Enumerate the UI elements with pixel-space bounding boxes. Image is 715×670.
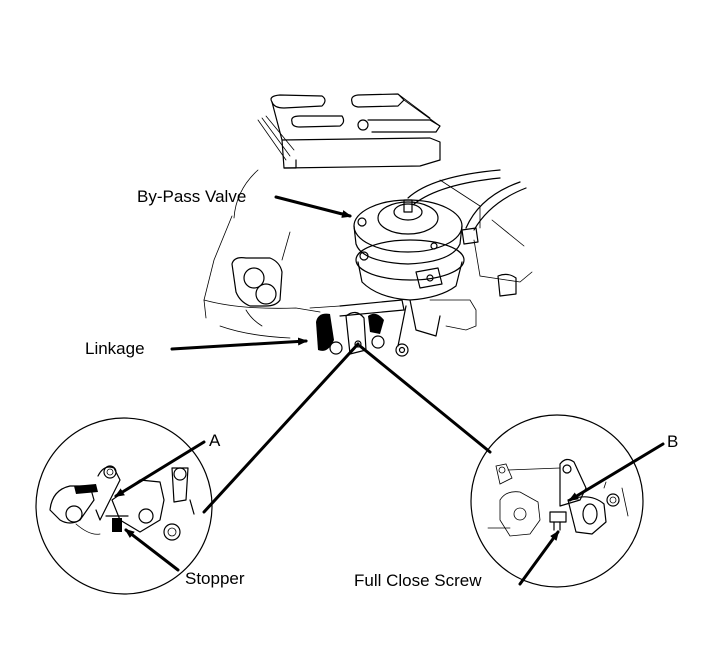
stopper-arrow xyxy=(124,528,180,572)
bypass-valve xyxy=(353,199,465,301)
detail-view-b xyxy=(470,414,665,588)
bypass-valve-label: By-Pass Valve xyxy=(137,187,247,206)
connector-line-left xyxy=(202,342,360,514)
stopper-label: Stopper xyxy=(185,569,245,588)
intake-plenum xyxy=(233,93,441,219)
label-arrows xyxy=(170,195,352,351)
detail-circle-b xyxy=(470,414,644,588)
callout-b-label: B xyxy=(667,432,679,451)
bypass-valve-arrow xyxy=(274,195,352,218)
callout-a-label: A xyxy=(209,431,221,450)
full-close-screw-label: Full Close Screw xyxy=(354,571,482,590)
engine-block xyxy=(203,179,533,339)
callout-a-arrow xyxy=(114,440,206,498)
vacuum-hoses xyxy=(407,169,527,245)
connector-line-right xyxy=(358,344,492,454)
full-close-screw-arrow xyxy=(518,530,560,586)
linkage-label: Linkage xyxy=(85,339,145,358)
detail-view-a xyxy=(35,417,213,595)
detail-circle-a xyxy=(35,417,213,595)
linkage-arrow xyxy=(170,337,308,351)
detail-connector-lines xyxy=(202,342,492,514)
throttle-linkage xyxy=(309,299,441,357)
callout-b-arrow xyxy=(568,442,665,502)
engine-illustration xyxy=(203,93,533,357)
